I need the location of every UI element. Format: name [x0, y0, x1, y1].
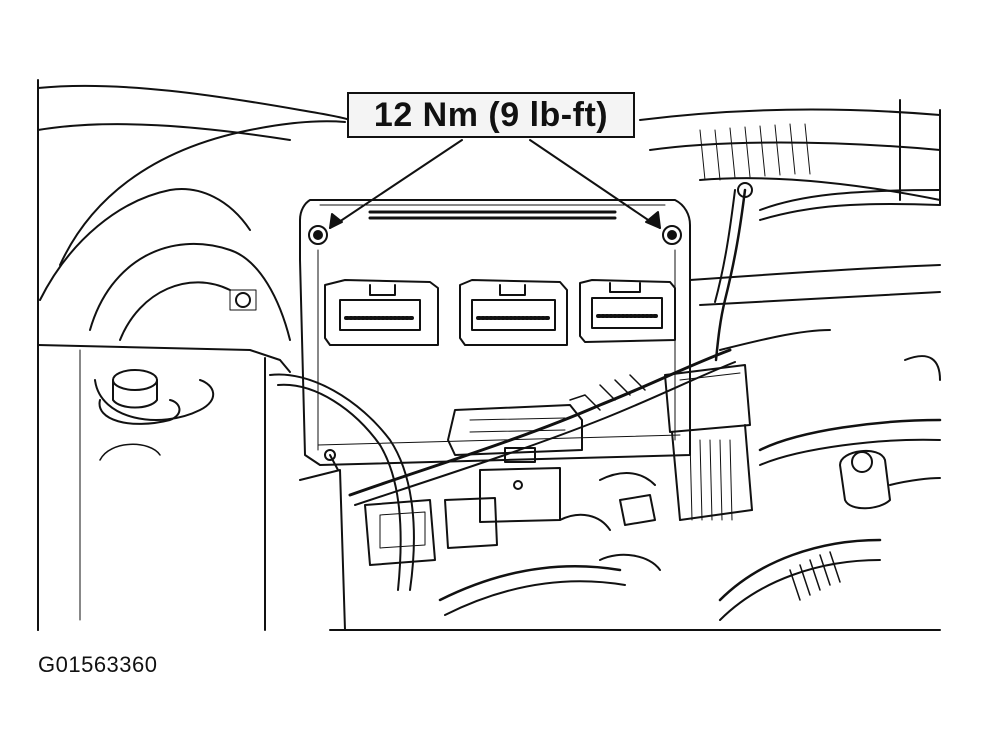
tray-scrawl — [99, 443, 161, 461]
fender-sweep — [89, 242, 291, 341]
hood-line — [37, 84, 351, 121]
module-housing — [299, 199, 691, 466]
harness-main — [348, 348, 732, 497]
torque-callout-label: 12 Nm (9 lb-ft) — [373, 95, 609, 134]
connector-right — [579, 279, 676, 343]
torque-callout-box: 12 Nm (9 lb-ft) — [347, 92, 635, 138]
cowl-curve — [59, 120, 346, 266]
harness-wrap — [569, 374, 646, 411]
connector-middle — [459, 279, 568, 346]
right-sensor — [839, 449, 891, 510]
module-ridge — [368, 210, 617, 220]
right-panel-bracket — [699, 177, 941, 201]
inner-fender — [39, 188, 251, 301]
fuse-block — [447, 404, 583, 456]
ground-bolt — [737, 182, 753, 198]
upper-cable-2 — [759, 202, 941, 221]
lower-bits — [559, 472, 661, 571]
lower-right-tube — [718, 538, 882, 602]
leader-right — [529, 139, 661, 229]
upper-cable — [759, 189, 941, 211]
right-panel-edge — [649, 141, 941, 151]
leader-left — [329, 139, 463, 229]
bolt-right — [662, 225, 682, 245]
lower-clip — [619, 494, 656, 526]
fender-sweep-2 — [119, 281, 231, 341]
right-duct — [904, 355, 941, 381]
lower-hose — [438, 565, 622, 602]
harness-to-clip — [719, 329, 831, 351]
fender-bolt — [235, 292, 251, 308]
wire-loop-left — [269, 373, 415, 591]
battery-tray-fold — [94, 379, 215, 421]
battery-post — [112, 369, 158, 391]
battery-tray-top — [37, 344, 291, 373]
right-connector — [664, 364, 751, 433]
connector-left — [324, 279, 439, 346]
harness-strands — [689, 439, 733, 521]
right-panel-top — [639, 108, 941, 121]
module-face — [317, 249, 676, 451]
right-hose — [758, 418, 942, 452]
lower-connector-mid — [444, 497, 498, 549]
lower-connector-left — [364, 499, 436, 566]
harness-main-2 — [354, 361, 736, 506]
rear-shelf — [689, 264, 941, 281]
bolt-left — [308, 225, 328, 245]
ground-strap — [714, 188, 747, 362]
figure-id: G01563360 — [38, 652, 158, 677]
lower-left-bracket — [299, 469, 346, 631]
lower-right-coil — [789, 551, 841, 601]
hood-line-2 — [37, 123, 291, 141]
rear-shelf-2 — [699, 291, 941, 306]
bracket-under-fuse — [479, 467, 561, 523]
right-hose-2 — [889, 477, 941, 486]
right-hatching — [699, 123, 811, 181]
